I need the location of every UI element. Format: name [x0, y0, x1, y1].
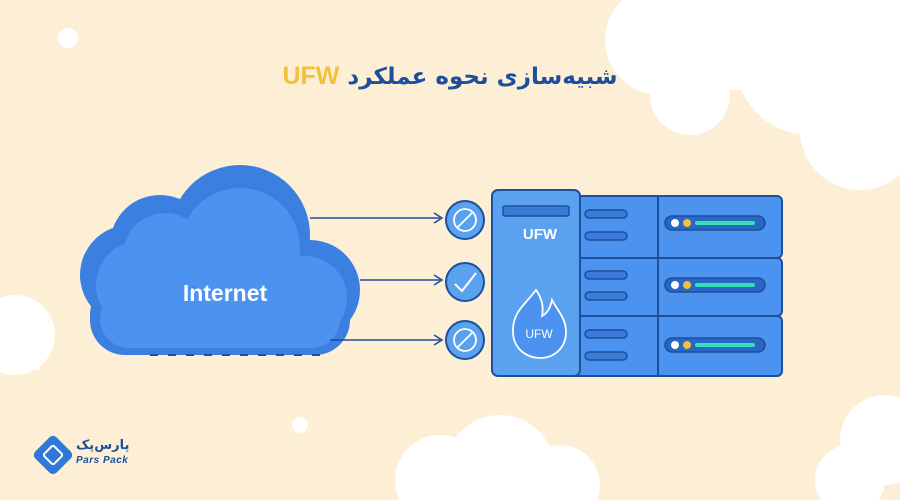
flame-icon	[512, 288, 567, 359]
logo-name-en: Pars Pack	[76, 455, 129, 466]
title-text: شبیه‌سازی نحوه عملکرد	[347, 64, 618, 90]
pars-pack-logo-icon	[33, 435, 73, 475]
server-unit	[559, 315, 783, 377]
connection-lines	[310, 212, 444, 346]
title-highlight: UFW	[282, 62, 340, 90]
server-unit	[559, 195, 783, 259]
page-title: شبیه‌سازی نحوه عملکرد UFW	[250, 62, 650, 91]
check-icon	[445, 262, 485, 302]
prohibited-icon	[445, 320, 485, 360]
server-unit	[559, 257, 783, 317]
server-rack	[559, 195, 783, 377]
prohibited-icon	[445, 200, 485, 240]
flame-label: UFW	[525, 327, 553, 341]
logo-name-fa: پارس‌پک	[76, 438, 130, 453]
internet-cloud-icon	[80, 165, 360, 356]
internet-label: Internet	[182, 280, 268, 306]
firewall-label: UFW	[522, 226, 558, 243]
